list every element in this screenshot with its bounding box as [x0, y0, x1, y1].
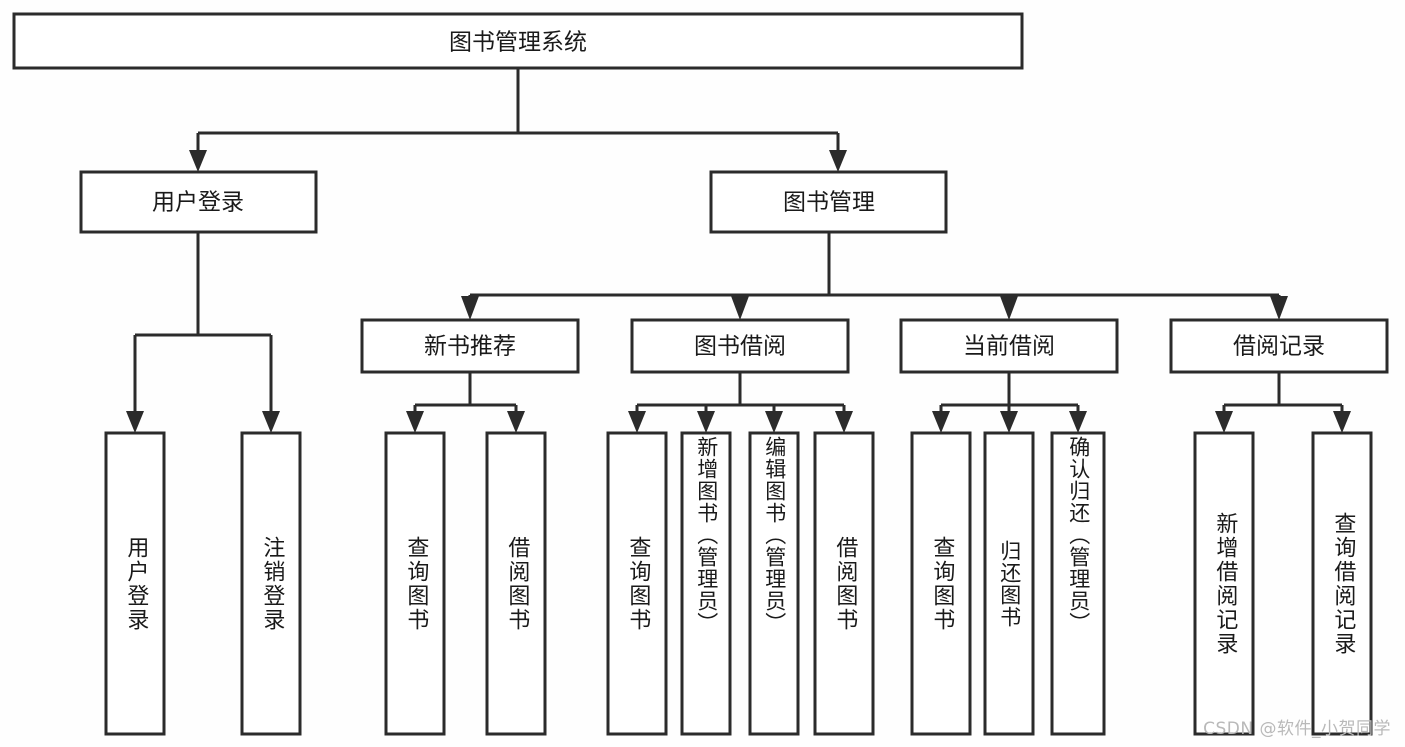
connector-new-book-recommend-to-leaves	[406, 372, 525, 433]
node-root-label: 图书管理系统	[449, 30, 587, 56]
node-new-book-recommend[interactable]: 新书推荐	[360, 318, 580, 374]
node-borrow-records[interactable]: 借阅记录	[1169, 318, 1389, 374]
leaf-rect-current-1[interactable]	[983, 431, 1035, 736]
leaf-rect-borrow-0[interactable]	[606, 431, 668, 736]
arrowhead-to-user-login	[189, 150, 207, 172]
node-user-login-rect	[79, 170, 318, 234]
node-book-borrow-label: 图书借阅	[694, 334, 786, 360]
leaf-rect-recommend-1[interactable]	[485, 431, 547, 736]
leaf-rect-user-login-1[interactable]	[240, 431, 302, 736]
node-current-borrow-label: 当前借阅	[963, 334, 1055, 360]
node-borrow-records-label: 借阅记录	[1233, 334, 1325, 360]
connector-user-login-to-leaves	[126, 232, 280, 433]
node-user-login[interactable]: 用户登录	[79, 170, 318, 234]
leaf-rect-records-1[interactable]	[1311, 431, 1373, 736]
connector-current-borrow-to-leaves	[932, 372, 1087, 433]
arrowhead-to-book-manage	[829, 150, 847, 172]
leaf-rect-borrow-1[interactable]	[680, 431, 732, 736]
leaf-rect-current-2[interactable]	[1050, 431, 1106, 736]
node-root[interactable]: 图书管理系统	[12, 12, 1024, 70]
leaf-rect-borrow-3[interactable]	[813, 431, 875, 736]
leaf-rect-borrow-2[interactable]	[748, 431, 800, 736]
node-book-manage[interactable]: 图书管理	[709, 170, 948, 234]
node-new-book-recommend-rect	[360, 318, 580, 374]
node-book-borrow[interactable]: 图书借阅	[630, 318, 850, 374]
watermark-text: CSDN @软件_小贺同学	[1203, 719, 1391, 739]
node-user-login-label: 用户登录	[152, 190, 244, 216]
leaf-rect-recommend-0[interactable]	[384, 431, 446, 736]
node-book-manage-label: 图书管理	[783, 190, 875, 216]
node-current-borrow[interactable]: 当前借阅	[899, 318, 1119, 374]
node-current-borrow-rect	[899, 318, 1119, 374]
connector-book-manage-to-level3	[461, 232, 1288, 320]
leaf-rect-user-login-0[interactable]	[104, 431, 166, 736]
node-root-rect	[12, 12, 1024, 70]
connector-root-to-level2	[189, 68, 847, 172]
leaf-rect-records-0[interactable]	[1193, 431, 1255, 736]
node-new-book-recommend-label: 新书推荐	[424, 334, 516, 360]
connector-borrow-records-to-leaves	[1215, 372, 1351, 433]
connector-book-borrow-to-leaves	[628, 372, 853, 433]
leaf-rect-current-0[interactable]	[910, 431, 972, 736]
